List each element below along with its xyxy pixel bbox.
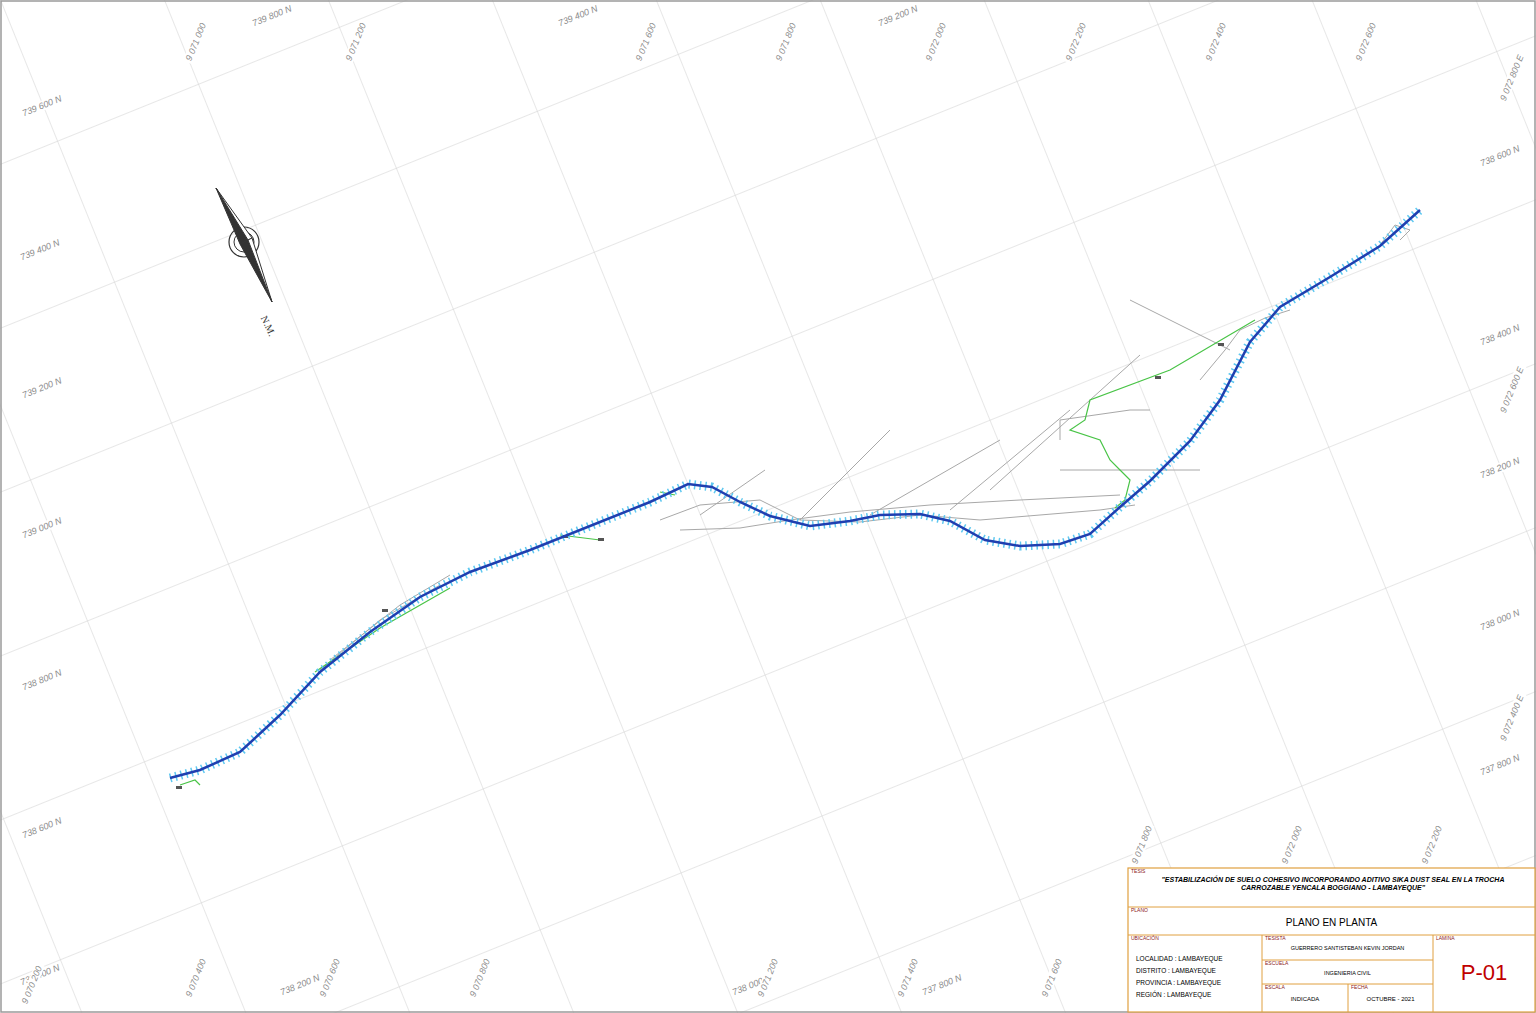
coordinate-label: 9 072 200 — [1063, 20, 1089, 65]
coordinate-label: N.M. — [258, 314, 277, 338]
title-block-text: "ESTABILIZACIÓN DE SUELO COHESIVO INCORP… — [1138, 876, 1528, 892]
title-block-text: OCTUBRE - 2021 — [1348, 996, 1433, 1003]
title-block-text: PLANO — [1131, 908, 1191, 914]
title-block-text: PROVINCIA : LAMBAYEQUE — [1136, 979, 1260, 986]
coordinate-label: 9 072 000 — [923, 20, 949, 65]
coordinate-label: 738 000 N — [1477, 607, 1523, 634]
coordinate-label: 9 070 400 — [183, 956, 209, 1001]
title-block-text: ESCALA — [1265, 985, 1325, 991]
coordinate-label: 739 200 N — [19, 375, 65, 402]
title-block-text: REGIÓN : LAMBAYEQUE — [1136, 991, 1260, 998]
coordinate-label: 737 800 N — [1477, 752, 1523, 779]
coordinate-label: 9 072 400 E — [1497, 692, 1526, 745]
road-axis — [170, 210, 1420, 778]
coordinate-label: 739 400 N — [555, 3, 601, 30]
coordinate-label: 9 070 800 — [467, 956, 493, 1001]
title-block-text: ESCUELA — [1265, 961, 1325, 967]
coordinate-label: 738 600 N — [1477, 143, 1523, 170]
coordinate-label: 737 800 N — [919, 972, 965, 999]
coordinate-label: 9 071 200 — [343, 20, 369, 65]
title-block-text: DISTRITO : LAMBAYEQUE — [1136, 967, 1260, 974]
title-block-text: LAMINA — [1436, 936, 1496, 942]
coordinate-label: 9 071 600 — [633, 20, 659, 65]
title-block — [1128, 868, 1535, 1012]
drainage-lines — [180, 320, 1255, 785]
title-block-text: P-01 — [1433, 960, 1535, 985]
coordinate-label: 738 400 N — [1477, 322, 1523, 349]
title-block-text: LOCALIDAD : LAMBAYEQUE — [1136, 955, 1260, 962]
coordinate-label: 739 000 N — [19, 515, 65, 542]
coordinate-label: 9 072 800 E — [1497, 52, 1526, 105]
coordinate-label: 9 072 000 — [1279, 823, 1305, 868]
coordinate-label: 738 200 N — [277, 972, 323, 999]
coordinate-label: 9 071 800 — [773, 20, 799, 65]
title-block-text: INGENIERIA CIVIL — [1262, 970, 1433, 976]
coordinate-label: 739 600 N — [19, 93, 65, 120]
road-edge-ticks — [170, 210, 1420, 778]
coordinate-label: 9 072 600 E — [1497, 364, 1526, 417]
coordinate-label: 9 071 400 — [895, 956, 921, 1001]
title-block-text: UBICACIÓN — [1131, 936, 1211, 942]
coordinate-label: 738 800 N — [19, 667, 65, 694]
coordinate-label: 9 072 600 — [1353, 20, 1379, 65]
coordinate-label: 738 600 N — [19, 815, 65, 842]
title-block-text: INDICADA — [1262, 996, 1348, 1003]
culvert-marks — [176, 343, 1224, 789]
title-block-text: PLANO EN PLANTA — [1128, 917, 1535, 929]
coordinate-label: 9 071 600 — [1039, 956, 1065, 1001]
coordinate-label: 739 800 N — [249, 3, 295, 30]
title-block-text: TESIS — [1131, 869, 1191, 875]
coordinate-label: 738 200 N — [1477, 455, 1523, 482]
coordinate-label: 9 071 000 — [183, 20, 209, 65]
coordinate-label: 739 200 N — [875, 3, 921, 30]
coordinate-label: 9 071 800 — [1129, 823, 1155, 868]
title-block-text: FECHA — [1351, 985, 1411, 991]
title-block-text: TESISTA — [1265, 936, 1325, 942]
title-block-text: GUERRERO SANTISTEBAN KEVIN JORDAN — [1262, 945, 1433, 951]
north-arrow — [216, 188, 272, 302]
coordinate-label: 9 072 200 — [1419, 823, 1445, 868]
coordinate-label: 9 072 400 — [1203, 20, 1229, 65]
coordinate-label: 739 400 N — [17, 237, 63, 264]
survey-lines — [320, 225, 1410, 670]
